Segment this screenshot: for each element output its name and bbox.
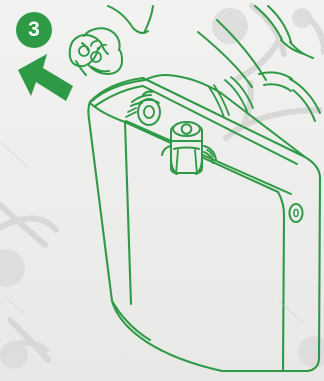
step-badge: 3: [16, 12, 52, 48]
step-number: 3: [28, 19, 40, 40]
side-knob-icon: [290, 204, 303, 222]
